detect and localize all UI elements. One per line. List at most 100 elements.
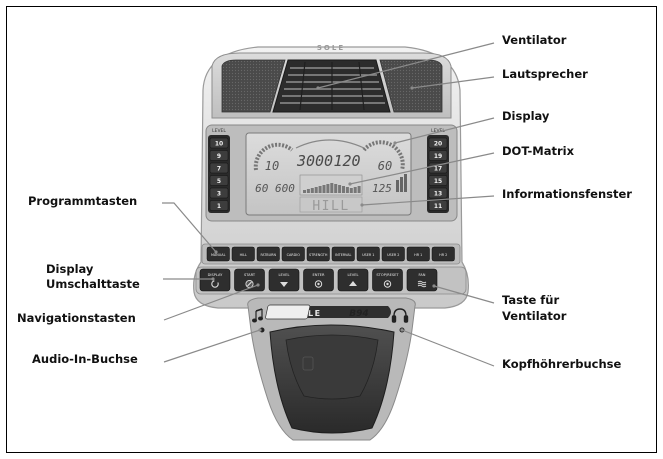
level-key-right-11[interactable] xyxy=(428,200,448,211)
program-key-8[interactable] xyxy=(381,246,405,262)
level-key-label: 3 xyxy=(217,191,221,198)
level-key-label: 9 xyxy=(217,153,221,160)
control-key-1[interactable] xyxy=(199,268,231,292)
dot-matrix-column xyxy=(334,184,338,193)
program-key-label: USER 2 xyxy=(387,253,399,257)
program-key-6[interactable] xyxy=(331,246,355,262)
program-key-label: USER 1 xyxy=(362,253,374,257)
control-key-7[interactable] xyxy=(406,268,438,292)
dot-matrix-column xyxy=(306,189,310,193)
level-key-label: 7 xyxy=(217,166,221,173)
leader-display-dot xyxy=(393,141,397,145)
dot-matrix-column xyxy=(353,187,357,193)
label-audio-in-buchse: Audio-In-Buchse xyxy=(32,352,138,366)
ring-icon xyxy=(383,280,392,288)
program-key-10[interactable] xyxy=(431,246,455,262)
leader-lines xyxy=(162,42,495,367)
fan-wave-icon xyxy=(417,284,427,288)
level-key-left-3[interactable] xyxy=(209,187,229,199)
dot-matrix-column xyxy=(326,184,330,193)
leader-navigationstasten xyxy=(163,284,259,321)
program-key-7[interactable] xyxy=(356,246,380,262)
level-key-label: 15 xyxy=(434,178,442,185)
level-key-label: 17 xyxy=(434,166,442,173)
ring-center-icon xyxy=(386,282,389,286)
level-right-caption: LEVEL xyxy=(431,128,445,134)
level-key-left-1[interactable] xyxy=(209,200,229,211)
program-key-4[interactable] xyxy=(281,246,305,262)
label-display: Display xyxy=(502,109,550,123)
leader-kopfhoerer xyxy=(401,329,495,367)
level-key-right-15[interactable] xyxy=(428,175,448,186)
level-key-label: 10 xyxy=(215,141,223,148)
label-informationsfenster: Informationsfenster xyxy=(502,187,632,201)
dot-matrix xyxy=(299,174,363,196)
display-readout-right: 60 xyxy=(378,159,392,173)
program-key-label: HR 2 xyxy=(439,253,447,257)
level-key-left-9[interactable] xyxy=(209,150,229,161)
leader-ventilator-dot xyxy=(316,86,320,90)
label-kopfhoehrerbuchse: Kopfhöhrerbuchse xyxy=(502,357,622,371)
model-badge xyxy=(265,304,311,320)
model-text: B94 xyxy=(349,309,368,319)
control-key-label: DISPLAY xyxy=(208,273,224,277)
leader-programmtasten xyxy=(162,202,217,253)
control-key-4[interactable] xyxy=(303,268,334,292)
program-key-2[interactable] xyxy=(231,246,255,262)
program-key-1[interactable] xyxy=(206,246,230,262)
diagram-frame xyxy=(6,6,657,453)
leader-audio-in-dot xyxy=(258,328,262,332)
leader-ventilator xyxy=(317,42,495,89)
label-navigationstasten: Navigationstasten xyxy=(17,311,136,325)
leader-dot-matrix-dot xyxy=(348,182,352,186)
start-dial-pointer xyxy=(247,281,252,287)
level-key-left-10[interactable] xyxy=(209,137,229,149)
control-key-label: ENTER xyxy=(313,273,325,277)
program-key-5[interactable] xyxy=(306,246,330,262)
ring-icon xyxy=(314,280,323,288)
label-display-umschalttaste-2: Umschalttaste xyxy=(46,277,140,291)
dot-matrix-column xyxy=(357,186,361,193)
level-key-label: 13 xyxy=(434,191,442,198)
leader-audio-in xyxy=(163,329,261,363)
program-key-label: INTERVAL xyxy=(335,253,351,257)
leader-taste-ventilator xyxy=(433,285,495,304)
control-key-6[interactable] xyxy=(372,268,403,292)
leader-informationsfenster xyxy=(361,195,495,206)
display-readout-bottom-right: 125 xyxy=(372,182,392,195)
program-key-label: HR 1 xyxy=(414,253,422,257)
leader-display xyxy=(394,117,495,144)
brand-top-text: SOLE xyxy=(317,44,345,52)
program-key-label: MANUAL xyxy=(211,253,226,257)
level-left-caption: LEVEL xyxy=(212,128,226,134)
leader-navigationstasten-dot xyxy=(256,283,260,287)
dot-matrix-column xyxy=(349,188,353,193)
fan-grille xyxy=(272,59,391,113)
level-key-label: 20 xyxy=(434,141,442,148)
leader-display-umschalttaste-dot xyxy=(211,277,215,281)
program-key-label: CARDIO xyxy=(287,253,301,257)
lcd-display xyxy=(245,132,412,216)
control-key-5[interactable] xyxy=(337,268,369,292)
cup-holder-inner xyxy=(285,334,379,400)
label-taste-ventilator-2: Ventilator xyxy=(502,309,567,323)
control-key-label: LEVEL xyxy=(278,273,289,277)
program-key-label: FATBURN xyxy=(261,253,277,257)
program-key-3[interactable] xyxy=(256,246,280,262)
arrow-down-icon xyxy=(280,282,288,287)
level-key-right-19[interactable] xyxy=(428,150,448,161)
program-key-label: STRENGTH xyxy=(309,253,328,257)
label-taste-ventilator-1: Taste für xyxy=(502,293,560,307)
level-key-right-13[interactable] xyxy=(428,187,448,199)
level-key-right-20[interactable] xyxy=(428,137,448,149)
dot-matrix-column xyxy=(345,187,349,193)
program-key-9[interactable] xyxy=(406,246,430,262)
arrow-up-icon xyxy=(349,281,357,286)
level-key-left-7[interactable] xyxy=(209,162,229,174)
ring-center-icon xyxy=(317,282,320,286)
level-key-left-5[interactable] xyxy=(209,175,229,186)
control-key-3[interactable] xyxy=(268,268,300,292)
dot-matrix-column xyxy=(314,187,318,193)
label-programmtasten: Programmtasten xyxy=(28,194,138,208)
label-ventilator: Ventilator xyxy=(502,33,567,47)
